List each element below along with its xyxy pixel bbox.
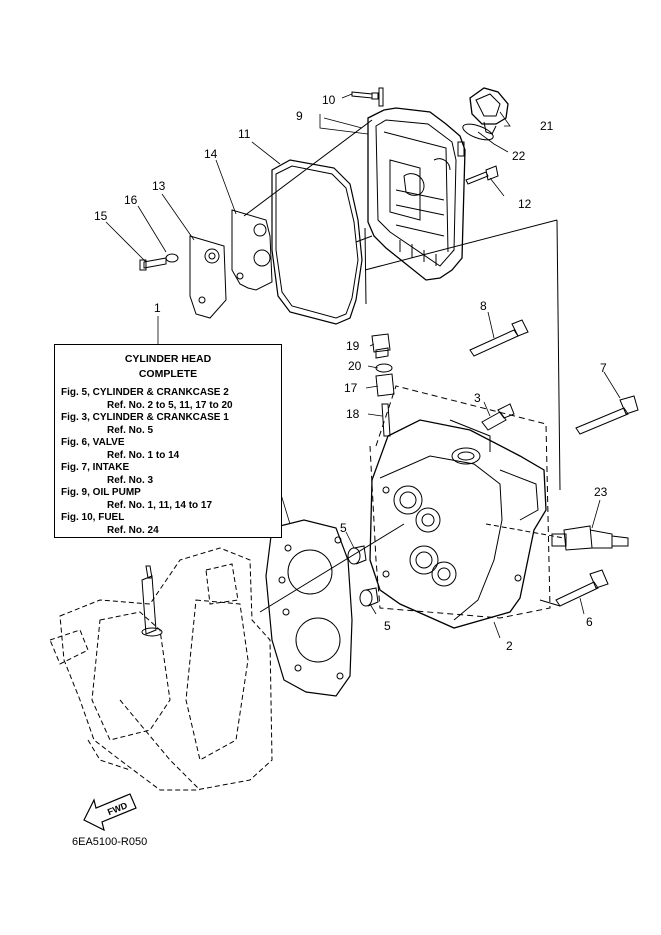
cover-gasket [271,159,363,325]
dowel-17 [375,373,395,397]
callout-17: 17 [344,381,358,395]
info-entry-ref: Ref. No. 24 [107,524,159,536]
info-entry-fig: Fig. 9, OIL PUMP [61,487,141,498]
callout-3: 3 [474,391,481,405]
callout-15: 15 [94,209,108,223]
callout-20: 20 [348,359,362,373]
crankcase-phantom [49,547,273,791]
info-entry-ref: Ref. No. 1 to 14 [107,449,180,461]
info-entry-ref: Ref. No. 3 [107,474,154,486]
bolt-9 [378,87,384,107]
callout-9: 9 [296,109,303,123]
callout-6: 6 [586,615,593,629]
callout-11: 11 [238,127,251,141]
crankshaft-end [141,565,163,637]
info-entry-ref: Ref. No. 1, 11, 14 to 17 [107,499,213,511]
callout-23: 23 [594,485,608,499]
o-ring-22 [462,123,494,141]
callout-14: 14 [204,147,218,161]
callout-2: 2 [506,639,513,653]
bolt-10 [351,91,379,100]
cylinder-head [369,419,547,629]
info-entry-ref: Ref. No. 2 to 5, 11, 17 to 20 [107,399,233,411]
info-box-entries: Fig. 5, CYLINDER & CRANKCASE 2 Ref. No. … [55,387,281,537]
callout-18: 18 [346,407,360,421]
info-entry-ref: Ref. No. 5 [107,424,154,436]
info-box-title-line1: CYLINDER HEAD [124,353,212,365]
bolt-6 [555,569,609,607]
cylinder-head-complete-info-box: CYLINDER HEAD COMPLETE Fig. 5, CYLINDER … [54,344,282,538]
info-entry-fig: Fig. 3, CYLINDER & CRANKCASE 1 [61,412,229,423]
callout-5b: 5 [384,619,391,633]
callout-22: 22 [512,149,526,163]
cylinder-head-cover [367,107,466,281]
dowel-sleeve-bottom [359,587,379,607]
info-box-title: CYLINDER HEAD COMPLETE [55,352,281,382]
washer-16 [165,253,179,263]
bolt-7 [575,395,639,435]
callout-1: 1 [154,301,161,315]
head-group-outline [369,385,551,619]
stud-3 [481,403,515,431]
callout-5a: 5 [340,521,347,535]
callout-19: 19 [346,339,360,353]
fwd-arrow-icon [83,793,137,832]
callout-10: 10 [322,93,336,107]
info-entry-fig: Fig. 5, CYLINDER & CRANKCASE 2 [61,387,229,398]
spark-plug [551,525,629,551]
info-entry-fig: Fig. 10, FUEL [61,512,125,523]
callout-7: 7 [600,361,607,375]
callout-13: 13 [152,179,166,193]
callout-21: 21 [540,119,554,133]
vent-pin [457,141,465,157]
info-entry-fig: Fig. 7, INTAKE [61,462,130,473]
washer-20 [375,363,393,373]
pin-18 [381,403,391,437]
plate-14 [231,209,273,291]
oil-filler-cap [469,87,509,135]
info-entry-fig: Fig. 6, VALVE [61,437,125,448]
bolt-12 [465,165,499,185]
callout-16: 16 [124,193,138,207]
plug-19 [371,333,391,359]
callout-8: 8 [480,299,487,313]
head-gasket [265,519,353,697]
diagram-code: 6EA5100-R050 [72,836,148,848]
plate-13 [189,235,227,319]
callout-12: 12 [518,197,532,211]
bolt-8 [469,319,529,357]
info-box-title-line2: COMPLETE [138,368,198,380]
